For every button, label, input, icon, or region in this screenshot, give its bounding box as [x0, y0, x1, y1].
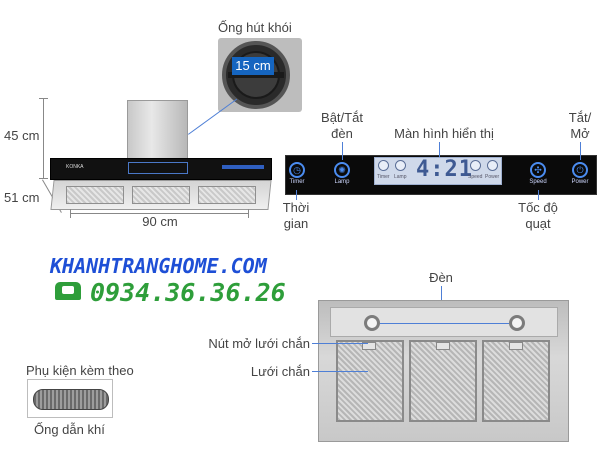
- phone-icon-dial: [62, 286, 74, 294]
- filter-button-label: Nút mở lưới chắn: [208, 336, 310, 351]
- watermark-phone: 0934.36.36.26: [90, 278, 286, 307]
- hood-canopy: [50, 158, 272, 180]
- watermark-site: KHANHTRANGHOME.COM: [50, 254, 267, 278]
- lamp-toggle-label-2: đèn: [331, 126, 353, 141]
- display-label: Màn hình hiển thị: [394, 126, 494, 141]
- display-power-icon: [487, 160, 498, 171]
- grease-filter-right: [482, 340, 550, 422]
- timer-button[interactable]: ◷: [289, 162, 305, 178]
- display-timer-text: Timer: [377, 174, 390, 180]
- filter-release-tab-middle[interactable]: [436, 342, 450, 350]
- hood-filter-left: [66, 186, 124, 204]
- duct-label: Ống hút khói: [218, 20, 292, 35]
- display-speed-icon: [470, 160, 481, 171]
- grease-filter-left: [336, 340, 404, 422]
- duct-pointer-line: [188, 98, 238, 135]
- duct-size-badge: 15 cm: [232, 57, 274, 75]
- display-timer-icon: [378, 160, 389, 171]
- timer-button-caption: Timer: [289, 179, 305, 185]
- lamp-right: [509, 315, 525, 331]
- display-speed-text: Speed: [468, 174, 483, 180]
- air-duct-label: Ống dẫn khí: [34, 422, 105, 437]
- lamp-label: Đèn: [429, 270, 453, 285]
- speed-button[interactable]: ✣: [530, 162, 546, 178]
- timer-pointer: [296, 190, 297, 200]
- lamp-pointer: [342, 142, 343, 160]
- hood-light-strip: [222, 165, 264, 169]
- lamp-toggle-label-1: Bật/Tắt: [321, 110, 363, 125]
- filter-release-tab-left[interactable]: [362, 342, 376, 350]
- display-pointer: [439, 142, 440, 157]
- display-clock: 4:21: [416, 157, 473, 182]
- height-label: 45 cm: [4, 128, 40, 143]
- grease-filter-middle: [409, 340, 477, 422]
- duct-damper: [228, 72, 284, 78]
- hood-filter-middle: [132, 186, 190, 204]
- filter-release-tab-right[interactable]: [509, 342, 523, 350]
- filter-label: Lưới chắn: [250, 364, 310, 379]
- accessory-label: Phụ kiện kèm theo: [26, 363, 134, 378]
- speed-pointer: [538, 190, 539, 200]
- hood-control-strip: [128, 162, 188, 174]
- timer-label-1: Thời: [282, 200, 310, 215]
- width-label: 90 cm: [142, 214, 178, 229]
- lamp-button[interactable]: ✺: [334, 162, 350, 178]
- speed-label-2: quạt: [525, 216, 551, 231]
- hood-chimney: [127, 100, 188, 160]
- lamp-connector-line: [380, 323, 509, 324]
- power-button[interactable]: ⏻: [572, 162, 588, 178]
- filter-button-pointer: [312, 343, 368, 344]
- display-lamp-icon: [395, 160, 406, 171]
- lamp-left: [364, 315, 380, 331]
- height-dimension-line: [43, 98, 44, 178]
- power-pointer: [580, 142, 581, 160]
- power-label-2: Mở: [570, 126, 590, 141]
- display-lamp-text: Lamp: [394, 174, 407, 180]
- hood-filter-right: [198, 186, 256, 204]
- width-tick-right: [248, 209, 249, 218]
- display-power-text: Power: [485, 174, 500, 180]
- depth-label: 51 cm: [4, 190, 40, 205]
- hood-brand: KONKA: [66, 164, 84, 170]
- timer-label-2: gian: [283, 216, 309, 231]
- height-tick-top: [39, 98, 48, 99]
- width-dimension-line: [70, 213, 248, 214]
- height-tick-bottom: [39, 178, 48, 179]
- power-label-1: Tắt/: [568, 110, 592, 125]
- speed-label-1: Tốc độ: [518, 200, 558, 215]
- width-tick-left: [70, 209, 71, 218]
- filter-pointer: [312, 371, 368, 372]
- power-button-caption: Power: [571, 179, 589, 185]
- speed-button-caption: Speed: [529, 179, 547, 185]
- air-duct-photo: [33, 389, 109, 410]
- lamp-button-caption: Lamp: [334, 179, 350, 185]
